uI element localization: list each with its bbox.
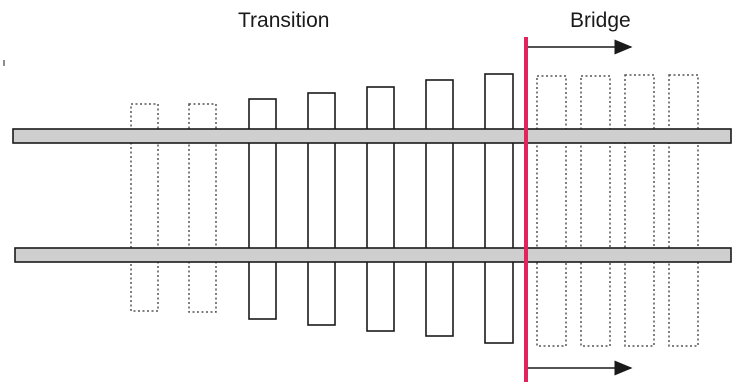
sleeper-solid-4 bbox=[425, 79, 454, 337]
bridge-sleeper-dotted-2 bbox=[580, 75, 611, 347]
bridge-sleeper-dotted-1 bbox=[536, 75, 567, 347]
rail-top bbox=[12, 128, 732, 144]
sleeper-solid-5 bbox=[484, 73, 514, 344]
sleeper-solid-2 bbox=[307, 92, 336, 326]
sleeper-solid-3 bbox=[366, 86, 395, 332]
bridge-sleeper-dotted-3 bbox=[624, 74, 655, 347]
bridge-sleeper-dotted-4 bbox=[668, 74, 699, 347]
sleeper-solid-1 bbox=[248, 98, 277, 320]
sleeper-dotted-1 bbox=[130, 103, 159, 312]
sleeper-dotted-2 bbox=[188, 103, 217, 313]
transition-label: Transition bbox=[238, 9, 330, 32]
rail-bottom bbox=[14, 247, 732, 263]
bridge-label: Bridge bbox=[570, 9, 631, 32]
